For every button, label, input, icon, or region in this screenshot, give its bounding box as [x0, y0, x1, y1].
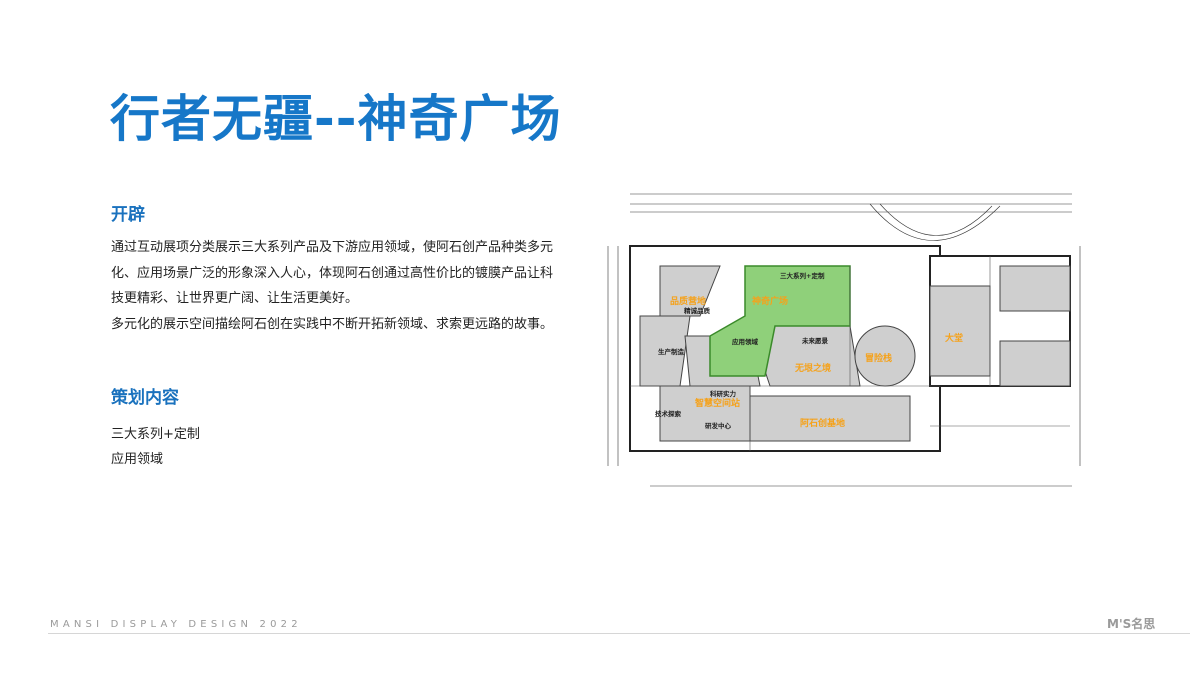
- room-label: 应用领域: [732, 337, 759, 346]
- paragraph-2: 多元化的展示空间描绘阿石创在实践中不断开拓新领域、求索更远路的故事。: [111, 316, 554, 332]
- zone-label: 大堂: [945, 332, 963, 344]
- zone-label: 无垠之境: [794, 362, 831, 374]
- page-title: 行者无疆--神奇广场: [110, 90, 562, 148]
- zone-label: 品质营地: [670, 295, 706, 307]
- zone-labels: 品质营地 神奇广场 无垠之境 冒险栈 大堂 智慧空间站 阿石创基地: [670, 295, 963, 429]
- list-item: 三大系列+定制: [111, 427, 200, 442]
- zone-label: 冒险栈: [865, 352, 892, 364]
- footer-divider: [48, 633, 1190, 634]
- section-body: 通过互动展项分类展示三大系列产品及下游应用领域，使阿石创产品种类多元化、应用场景…: [111, 235, 556, 337]
- floor-plan-drawing: 品质营地 神奇广场 无垠之境 冒险栈 大堂 智慧空间站 阿石创基地 三大系列+定…: [607, 193, 1081, 487]
- room-label: 精诚品质: [684, 306, 711, 315]
- section-heading-planning: 策划内容: [111, 388, 179, 408]
- room-label: 三大系列+定制: [780, 271, 825, 280]
- floor-plan: 品质营地 神奇广场 无垠之境 冒险栈 大堂 智慧空间站 阿石创基地 三大系列+定…: [600, 186, 1090, 498]
- brand-logo: M'S名思: [1107, 617, 1156, 631]
- footer-text: MANSI DISPLAY DESIGN 2022: [50, 619, 302, 630]
- dimension-lines: [607, 193, 1081, 487]
- room-label: 未来愿景: [802, 336, 829, 345]
- room-label: 生产制造: [658, 347, 685, 356]
- zone-label: 阿石创基地: [800, 417, 845, 429]
- list-item: 应用领域: [111, 452, 164, 467]
- interior-lines: [630, 256, 1070, 451]
- room-label: 科研实力: [710, 389, 737, 398]
- paragraph-1: 通过互动展项分类展示三大系列产品及下游应用领域，使阿石创产品种类多元化、应用场景…: [111, 240, 554, 306]
- room-labels: 三大系列+定制 应用领域 未来愿景 精诚品质 生产制造 科研实力 技术探索 研发…: [655, 271, 829, 430]
- room-label: 技术探索: [655, 409, 682, 418]
- zone-label: 神奇广场: [752, 295, 788, 307]
- room-label: 研发中心: [705, 421, 732, 430]
- section-heading-kaipi: 开辟: [111, 205, 145, 225]
- zone-label: 智慧空间站: [695, 397, 740, 409]
